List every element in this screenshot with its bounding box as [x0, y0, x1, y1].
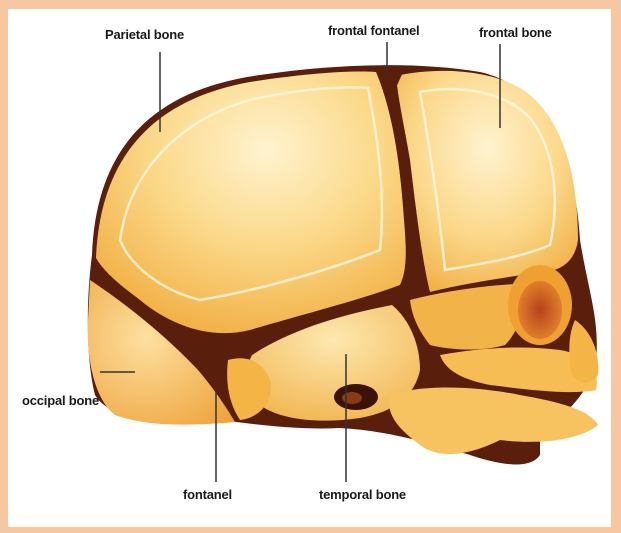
label-frontal-fontanel: frontal fontanel — [328, 23, 419, 38]
label-frontal-bone: frontal bone — [479, 25, 552, 40]
label-occipital-bone: occipal bone — [22, 393, 99, 408]
label-fontanel: fontanel — [183, 487, 232, 502]
parietal-bone-shape — [96, 71, 406, 333]
label-temporal-bone: temporal bone — [319, 487, 406, 502]
label-parietal-bone: Parietal bone — [105, 27, 184, 42]
